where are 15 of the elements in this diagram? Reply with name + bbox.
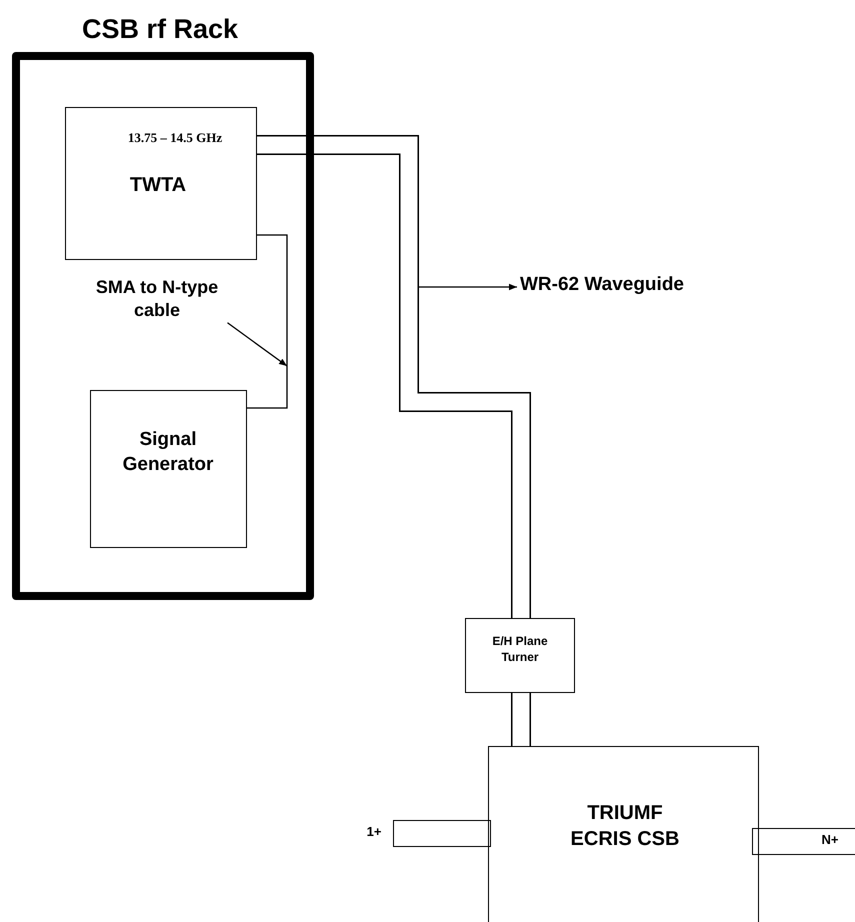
port-label: N+ xyxy=(822,832,838,849)
rack-title: CSB rf Rack xyxy=(82,13,238,46)
leader-line xyxy=(227,322,288,367)
device-name: TWTA xyxy=(130,173,186,198)
frequency-range: 13.75 – 14.5 GHz xyxy=(128,130,222,147)
cable-line xyxy=(247,234,288,409)
waveguide xyxy=(257,135,531,618)
waveguide-label: WR-62 Waveguide xyxy=(520,273,684,297)
port-label: 1+ xyxy=(366,824,382,841)
waveguide xyxy=(511,693,531,746)
device-name: E/H Plane Turner xyxy=(491,634,549,666)
device-name: TRIUMF ECRIS CSB xyxy=(570,801,680,852)
device-name: Signal Generator xyxy=(122,428,214,477)
cable-label: SMA to N-type cable xyxy=(94,276,220,322)
leader-line xyxy=(419,284,517,290)
